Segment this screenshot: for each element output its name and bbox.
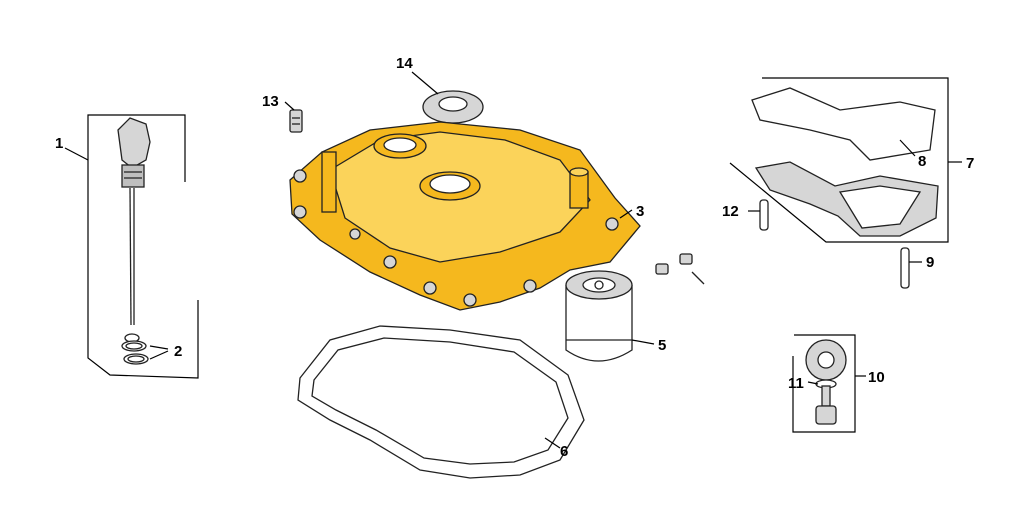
part-housing-cover[interactable] (289, 121, 641, 311)
part-seal[interactable] (422, 90, 484, 124)
callout-10: 10 (868, 369, 885, 386)
part-dipstick[interactable] (87, 114, 199, 379)
part-pin-12[interactable] (759, 199, 769, 231)
callout-13: 13 (262, 93, 279, 110)
callout-11: 11 (788, 375, 804, 392)
part-gasket[interactable] (297, 325, 585, 479)
part-group-frame-10 (792, 334, 856, 433)
part-bolt-13[interactable] (289, 109, 303, 133)
callout-12: 12 (722, 203, 739, 220)
part-small-fittings[interactable] (655, 253, 705, 285)
callout-1: 1 (55, 135, 63, 152)
callout-2: 2 (174, 343, 182, 360)
part-oil-filter[interactable] (565, 270, 633, 362)
callout-9: 9 (926, 254, 934, 271)
callout-7: 7 (966, 155, 974, 172)
part-pump-gear[interactable] (805, 339, 847, 381)
callout-14: 14 (396, 55, 413, 72)
part-pin-9[interactable] (900, 247, 910, 289)
part-o-rings[interactable] (121, 340, 149, 365)
part-cover-plate[interactable] (754, 161, 939, 237)
part-spindle-11[interactable] (815, 379, 837, 425)
part-gasket-plate-8[interactable] (751, 87, 936, 161)
callout-8: 8 (918, 153, 926, 170)
part-group-frame-7 (729, 77, 949, 243)
callout-6: 6 (560, 443, 568, 460)
callout-5: 5 (658, 337, 666, 354)
callout-3: 3 (636, 203, 644, 220)
